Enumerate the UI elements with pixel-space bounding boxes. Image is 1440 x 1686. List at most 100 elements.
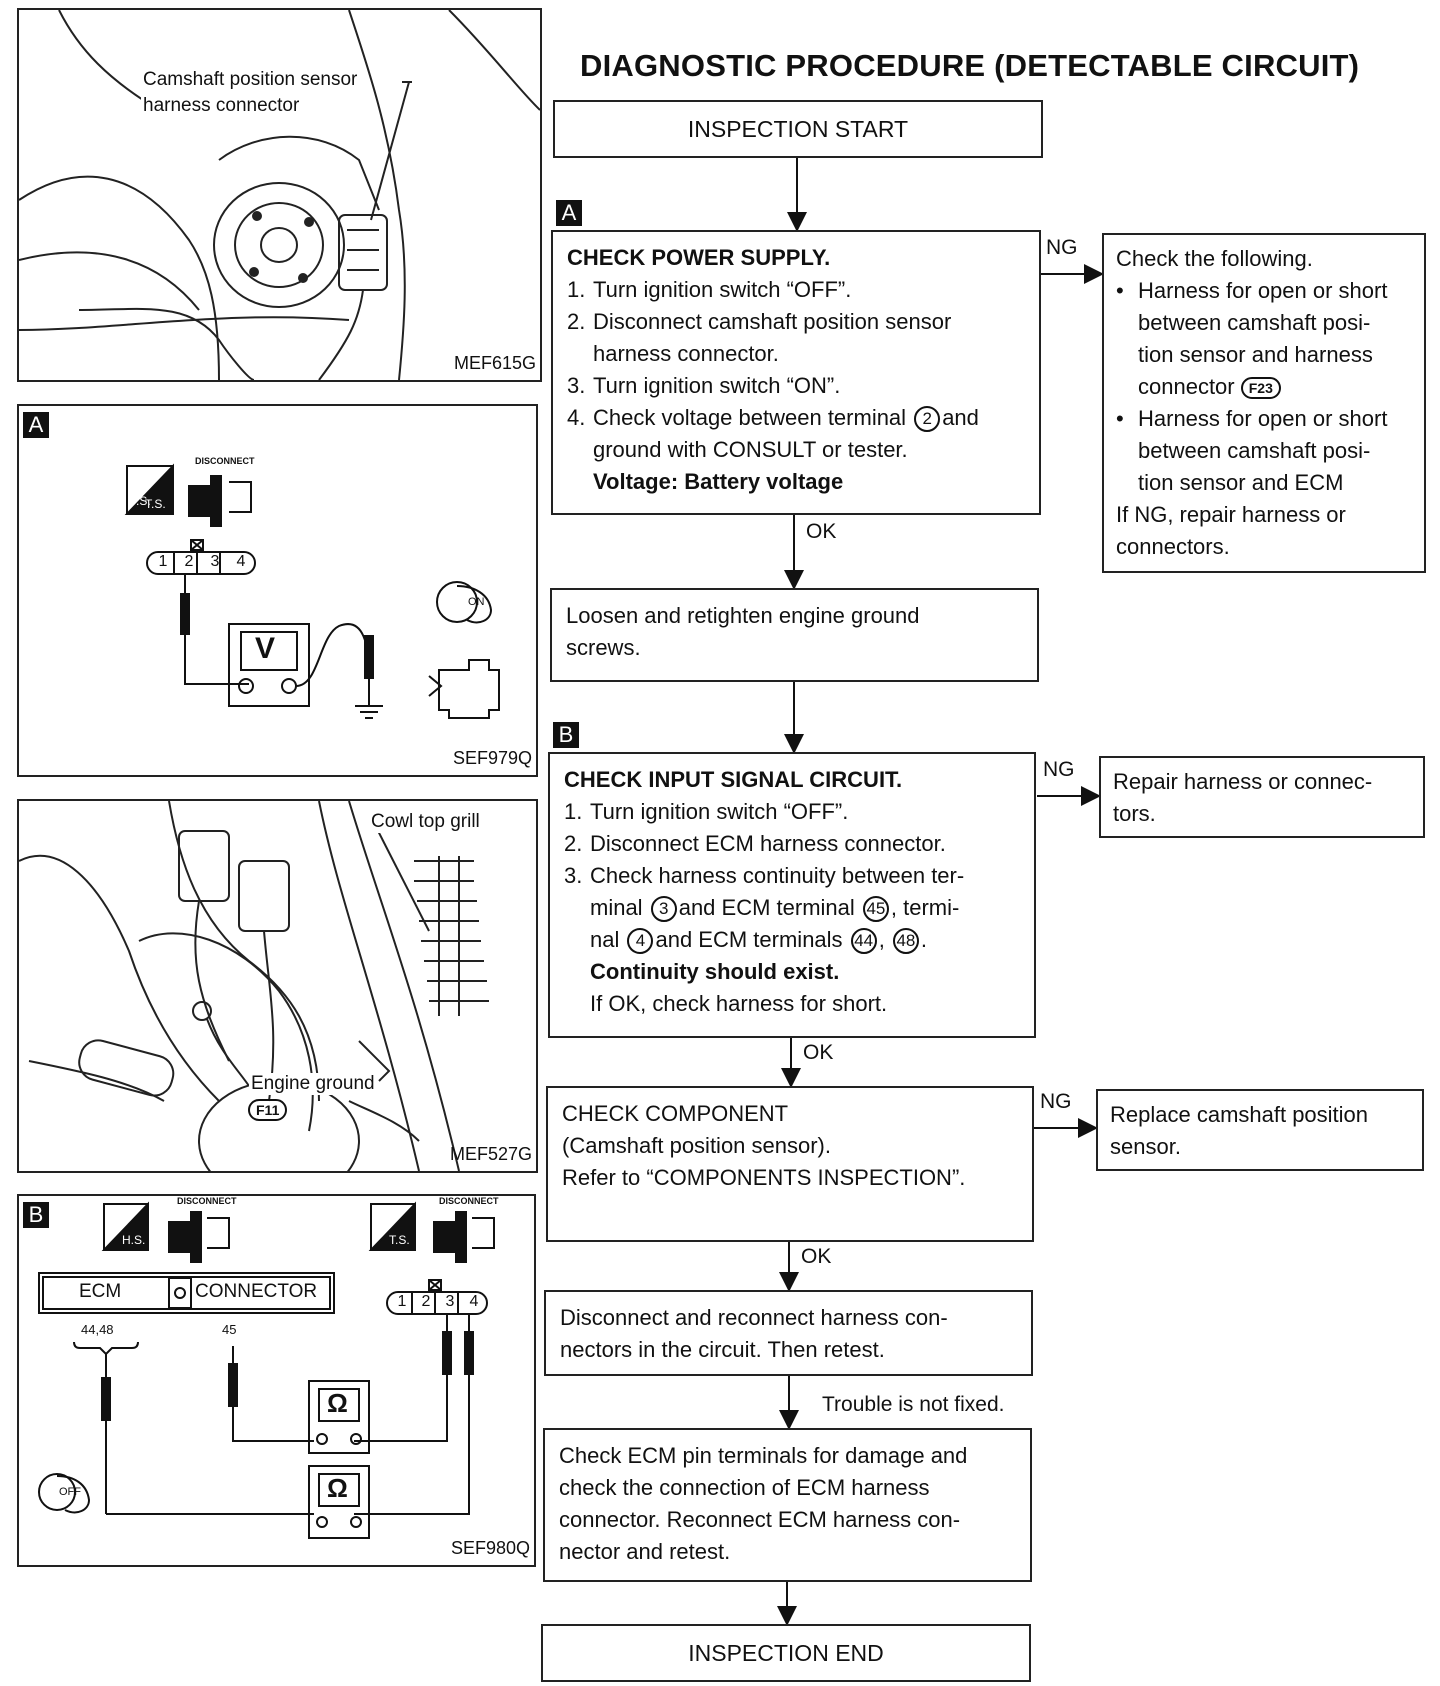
step-a-item-cont: harness connector. bbox=[593, 341, 779, 366]
ng-c-line: Replace camshaft position bbox=[1110, 1102, 1369, 1127]
fig1-label: Camshaft position sensor harness connect… bbox=[141, 67, 360, 119]
ng-c-line: sensor. bbox=[1110, 1134, 1181, 1159]
step-b-tag: B bbox=[553, 722, 579, 748]
step-b-item: 1.Turn ignition switch “OFF”. bbox=[564, 799, 849, 824]
fig2-disconnect: DISCONNECT bbox=[195, 456, 255, 466]
check-ecm-line: Check ECM pin terminals for damage and bbox=[559, 1443, 968, 1468]
step-a-item: 2.Disconnect camshaft position sensor bbox=[567, 309, 952, 334]
ng-a-bullet-cont: tion sensor and harness bbox=[1138, 342, 1373, 367]
fig4-ts: T.S. bbox=[389, 1233, 410, 1247]
check-ecm-box: Check ECM pin terminals for damage and c… bbox=[543, 1428, 1032, 1582]
fig4-ecm: ECM bbox=[79, 1281, 122, 1302]
reconnect-line: Disconnect and reconnect harness con- bbox=[560, 1305, 948, 1330]
ng-a-footer: If NG, repair harness or bbox=[1116, 502, 1346, 527]
step-b-note: If OK, check harness for short. bbox=[590, 991, 888, 1016]
ng-a-bullet-cont: tion sensor and ECM bbox=[1138, 470, 1344, 495]
disconnect-icon bbox=[433, 1211, 495, 1263]
reconnect-box: Disconnect and reconnect harness con- ne… bbox=[544, 1290, 1033, 1376]
component-line: Refer to “COMPONENTS INSPECTION”. bbox=[562, 1165, 966, 1190]
fig4-hs: H.S. bbox=[122, 1233, 146, 1247]
fig2-ts: T.S. bbox=[145, 497, 166, 511]
ok-label-b: OK bbox=[803, 1041, 834, 1064]
ok-label-c: OK bbox=[801, 1245, 832, 1268]
connector-pins bbox=[386, 1291, 488, 1315]
ng-label-b: NG bbox=[1043, 758, 1075, 781]
ignition-key-icon bbox=[38, 1473, 91, 1514]
ng-a-footer: connectors. bbox=[1116, 534, 1230, 559]
disconnect-icon bbox=[168, 1211, 230, 1263]
ignition-key-icon bbox=[436, 581, 493, 624]
inspection-end-box: INSPECTION END bbox=[541, 1624, 1031, 1682]
figure-continuity-check: B bbox=[17, 1194, 536, 1567]
terminal-badge: 44 bbox=[850, 928, 877, 955]
ng-c-box: Replace camshaft position sensor. bbox=[1096, 1089, 1424, 1171]
loosen-line: Loosen and retighten engine ground bbox=[566, 603, 920, 628]
fig4-tag: B bbox=[23, 1202, 49, 1228]
step-a-item: 1.Turn ignition switch “OFF”. bbox=[567, 277, 852, 302]
fig4-disconnect-2: DISCONNECT bbox=[439, 1196, 499, 1206]
fig3-engine-ground: Engine ground bbox=[249, 1073, 377, 1095]
fig3-code: MEF527G bbox=[449, 1144, 532, 1164]
inspection-start-label: INSPECTION START bbox=[687, 116, 909, 142]
figure-engine-ground: Cowl top grill Engine ground F11 MEF527G bbox=[17, 799, 538, 1173]
fig4-pin-b: 45 bbox=[222, 1322, 237, 1337]
step-b-spec: Continuity should exist. bbox=[590, 959, 840, 984]
fig2-code: SEF979Q bbox=[452, 748, 532, 768]
fig4-pin-a: 44,48 bbox=[81, 1322, 114, 1337]
voltmeter-icon bbox=[228, 623, 310, 707]
ohmmeter-icon bbox=[308, 1465, 370, 1539]
step-b-item: 2.Disconnect ECM harness connector. bbox=[564, 831, 946, 856]
engine-icon bbox=[428, 659, 500, 719]
component-line: (Camshaft position sensor). bbox=[562, 1133, 831, 1158]
fig3-cowl: Cowl top grill bbox=[369, 811, 482, 833]
component-line: CHECK COMPONENT bbox=[562, 1101, 789, 1126]
reconnect-line: nectors in the circuit. Then retest. bbox=[560, 1337, 885, 1362]
loosen-ground-box: Loosen and retighten engine ground screw… bbox=[550, 588, 1039, 682]
ng-a-bullet-cont: between camshaft posi- bbox=[1138, 310, 1371, 335]
check-component-box: CHECK COMPONENT (Camshaft position senso… bbox=[546, 1086, 1034, 1242]
terminal-badge: 3 bbox=[650, 896, 677, 923]
check-ecm-line: connector. Reconnect ECM harness con- bbox=[559, 1507, 961, 1532]
terminal-badge: 4 bbox=[627, 928, 654, 955]
fig4-ohm-2: Ω bbox=[327, 1473, 348, 1503]
ohmmeter-icon bbox=[308, 1380, 370, 1454]
ecm-connector bbox=[38, 1272, 335, 1314]
figure-sensor-location: Camshaft position sensor harness connect… bbox=[17, 8, 542, 382]
connector-pins bbox=[146, 551, 256, 575]
terminal-badge: 2 bbox=[914, 406, 941, 433]
step-b-box: CHECK INPUT SIGNAL CIRCUIT. 1.Turn ignit… bbox=[548, 752, 1036, 1038]
voltage-check-diagram: T.S. bbox=[124, 463, 500, 719]
trouble-label: Trouble is not fixed. bbox=[822, 1393, 1005, 1416]
connector-badge: F23 bbox=[1240, 377, 1281, 400]
ng-a-bullet: •Harness for open or short bbox=[1116, 278, 1388, 303]
step-a-item: 3.Turn ignition switch “ON”. bbox=[567, 373, 841, 398]
inspection-start-box: INSPECTION START bbox=[553, 100, 1043, 158]
inspection-end-label: INSPECTION END bbox=[688, 1640, 884, 1666]
loosen-line: screws. bbox=[566, 635, 641, 660]
step-a-box: CHECK POWER SUPPLY. 1.Turn ignition swit… bbox=[551, 230, 1041, 515]
ng-b-line: Repair harness or connec- bbox=[1113, 769, 1373, 794]
step-b-heading: CHECK INPUT SIGNAL CIRCUIT. bbox=[564, 767, 903, 792]
step-a-heading: CHECK POWER SUPPLY. bbox=[567, 245, 831, 270]
fig2-meter-label: V bbox=[255, 632, 276, 665]
fig4-connector: CONNECTOR bbox=[195, 1281, 318, 1302]
check-ecm-line: nector and retest. bbox=[559, 1539, 731, 1564]
step-a-tag: A bbox=[556, 200, 582, 226]
disconnect-icon bbox=[188, 475, 252, 527]
fig2-tag: A bbox=[23, 412, 49, 438]
ng-a-bullet-cont: connector F23 bbox=[1116, 371, 1412, 403]
step-a-spec: Voltage: Battery voltage bbox=[593, 469, 844, 494]
ng-label-a: NG bbox=[1046, 236, 1078, 259]
ng-b-box: Repair harness or connec- tors. bbox=[1099, 756, 1425, 838]
ng-a-box: Check the following. •Harness for open o… bbox=[1102, 233, 1426, 573]
page-title: DIAGNOSTIC PROCEDURE (DETECTABLE CIRCUIT… bbox=[580, 48, 1360, 83]
fig3-conn: F11 bbox=[248, 1099, 288, 1121]
step-b-item: 3.Check harness continuity between ter- bbox=[564, 863, 965, 888]
engine-illustration bbox=[19, 10, 540, 380]
figure-voltage-check: A bbox=[17, 404, 538, 777]
ng-a-heading: Check the following. bbox=[1116, 246, 1313, 271]
